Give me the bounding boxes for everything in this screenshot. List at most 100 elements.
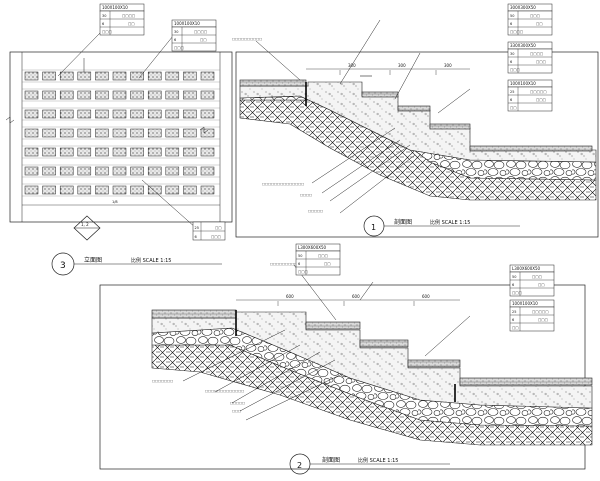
- plan-tile: [183, 185, 197, 195]
- plan-tile: [130, 128, 144, 138]
- plan-tile: [95, 109, 109, 119]
- plan-view-number: 3: [60, 261, 66, 271]
- plan-tile: [95, 147, 109, 157]
- callout-cell: 30: [102, 14, 106, 18]
- plan-tile: [183, 109, 197, 119]
- callout-cell: □□□: [532, 275, 542, 279]
- section-2-frame: [99, 284, 586, 470]
- plan-tile: [147, 71, 162, 81]
- annotation-label: □□□□□□□□□□□□□: [205, 389, 244, 393]
- plan-tile: [24, 71, 39, 81]
- plan-tile: [183, 71, 197, 81]
- plan-tile: [77, 166, 92, 176]
- plan-frame: [9, 51, 233, 223]
- plan-tile: [95, 185, 109, 195]
- callout-cell: □□□: [174, 46, 184, 50]
- callout-table: [509, 271, 555, 297]
- dimension-text: 600: [286, 294, 294, 299]
- dimension-text: 300: [348, 63, 356, 68]
- callout-cell: 6: [512, 318, 514, 322]
- callout-cell: 6: [174, 38, 176, 42]
- plan-tile: [42, 147, 56, 157]
- callout-cell: 6: [512, 283, 514, 287]
- dimension-text: 300: [398, 63, 406, 68]
- callout-cell: □□□: [536, 60, 546, 64]
- callout-table: [507, 48, 553, 74]
- plan-tile: [95, 71, 109, 81]
- callout-cell: □□□□: [510, 30, 523, 34]
- callout-cell: 30: [510, 52, 514, 56]
- plan-tile: [183, 128, 197, 138]
- callout-cell: □□□: [512, 291, 522, 295]
- plan-tile: [59, 147, 74, 157]
- plan-tile: [112, 166, 127, 176]
- callout-cell: □□□: [318, 254, 328, 258]
- plan-tile: [112, 109, 127, 119]
- dimension-text: 600: [352, 294, 360, 299]
- section-marker-text: 1, 2: [81, 222, 89, 227]
- section-2-number: 2: [297, 461, 302, 470]
- plan-tile: [112, 147, 127, 157]
- plan-tile: [42, 71, 56, 81]
- plan-tile: [77, 109, 92, 119]
- plan-tile: [112, 90, 127, 100]
- plan-tile: [95, 128, 109, 138]
- callout-table: [99, 10, 145, 36]
- plan-tile: [59, 71, 74, 81]
- callout-cell: 30: [174, 30, 178, 34]
- plan-tile: [42, 109, 56, 119]
- callout-table: [509, 306, 555, 332]
- callout-cell: □□: [510, 106, 517, 110]
- plan-tile: [24, 185, 39, 195]
- annotation-label: □□□□□: [230, 401, 245, 405]
- plan-tile: [112, 185, 127, 195]
- plan-tile: [95, 90, 109, 100]
- callout-cell: 50: [512, 275, 516, 279]
- plan-tile: [24, 90, 39, 100]
- callout-cell: 6: [510, 98, 512, 102]
- plan-bottom-tag: 25□□6□□□: [192, 221, 226, 241]
- callout-cell: □□□: [510, 68, 520, 72]
- dimension-text: 600: [422, 294, 430, 299]
- plan-tile: [200, 71, 215, 81]
- section-2-title: 剖面图: [322, 456, 340, 464]
- tag-cell: 6: [195, 235, 197, 239]
- plan-tile: [24, 109, 39, 119]
- plan-tile: [59, 109, 74, 119]
- plan-tile: [130, 147, 144, 157]
- plan-tile: [130, 71, 144, 81]
- plan-dim-bottom: 1/8: [112, 200, 118, 204]
- callout-size-text: L300X600X50: [512, 266, 541, 271]
- plan-tile: [59, 185, 74, 195]
- plan-tile: [147, 185, 162, 195]
- callout-cell: □□: [200, 38, 207, 42]
- plan-view-title: 立面图: [84, 256, 102, 264]
- annotation-label: □□□□□: [308, 209, 323, 213]
- plan-tile: [147, 147, 162, 157]
- plan-tile: [59, 166, 74, 176]
- plan-tile: [165, 147, 180, 157]
- section-1-number: 1: [371, 223, 376, 232]
- plan-tile: [165, 90, 180, 100]
- plan-view-scale: 比例 SCALE 1:15: [131, 257, 171, 264]
- plan-tile: [24, 128, 39, 138]
- plan-tile: [183, 147, 197, 157]
- plan-tile: [200, 185, 215, 195]
- callout-cell: □□□□: [122, 14, 135, 18]
- tag-cell: □□: [215, 226, 222, 230]
- plan-tile: [147, 166, 162, 176]
- callout-size-text: 330X300X50: [510, 43, 536, 48]
- plan-tile: [77, 71, 92, 81]
- callout-cell: 6: [102, 22, 104, 26]
- section-marker: 1, 2: [73, 215, 101, 241]
- annotation-label: □□□□□□□□□□□□□□: [262, 182, 304, 186]
- callout-cell: 50: [298, 254, 302, 258]
- plan-tile-rows: [22, 69, 220, 197]
- callout-table: [507, 86, 553, 112]
